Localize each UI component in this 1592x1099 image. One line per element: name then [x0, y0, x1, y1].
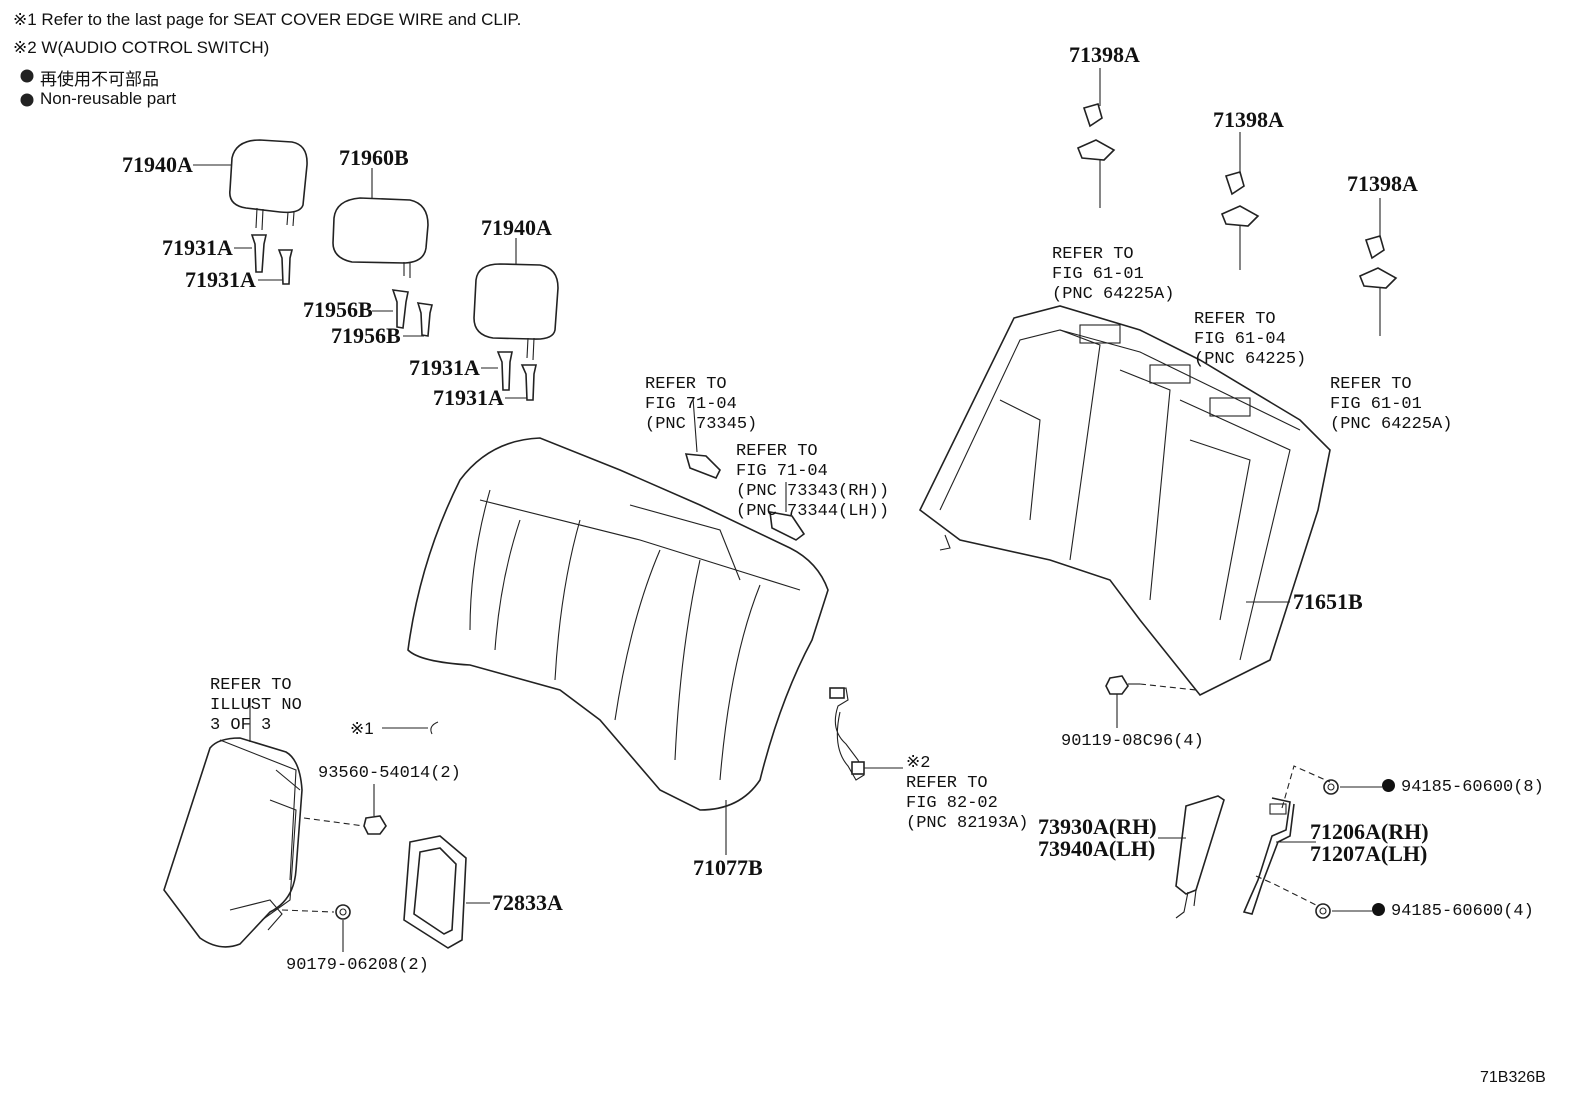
- armrest-nut: [335, 904, 351, 920]
- support-pair-center: [391, 289, 433, 337]
- label-headrest-left: 71940A: [122, 152, 193, 177]
- label-support-center-2: 71956B: [331, 323, 401, 348]
- seat-lock: [1175, 795, 1225, 919]
- pn-nut-armrest: 90179-06208(2): [286, 956, 429, 975]
- label-lock-rh: 73930A(RH): [1038, 814, 1157, 839]
- label-hook-3: 71398A: [1347, 171, 1418, 196]
- pn-bolt-frame: 90119-08C96(4): [1061, 732, 1204, 751]
- hinge-nut-upper: [1323, 779, 1339, 795]
- diagram-code: 71B326B: [1480, 1069, 1546, 1086]
- belt-guide-upper: [684, 453, 721, 480]
- pn-screw-armrest: 93560-54014(2): [318, 764, 461, 783]
- headrest-right: [473, 263, 559, 361]
- label-support-1: 71931A: [162, 235, 233, 260]
- note-2: ※2 W(AUDIO COTROL SWITCH): [13, 38, 270, 57]
- headrest-left: [229, 139, 308, 231]
- label-support-4: 71931A: [433, 385, 504, 410]
- armrest-screw: [363, 815, 387, 835]
- label-headrest-right: 71940A: [481, 215, 552, 240]
- note-1: ※1 Refer to the last page for SEAT COVER…: [13, 10, 522, 29]
- armrest: [163, 737, 303, 948]
- label-seatback-cover: 71077B: [693, 855, 763, 880]
- label-hinge-lh: 71207A(LH): [1310, 841, 1428, 866]
- legend-bullet-en: [20, 93, 34, 107]
- belt-guide-lower: [769, 511, 806, 541]
- pn-nut-upper: 94185-60600(8): [1382, 779, 1544, 796]
- label-lock-lh: 73940A(LH): [1038, 836, 1156, 861]
- label-headrest-center: 71960B: [339, 145, 409, 170]
- legend-jp: 再使用不可部品: [40, 70, 159, 89]
- legend-bullet-jp: [20, 69, 34, 83]
- frame-bolt: [1105, 675, 1140, 695]
- seatback-cover: [407, 437, 829, 811]
- non-reusable-mark: [1372, 903, 1385, 916]
- hook-2: [1220, 171, 1260, 227]
- label-hook-1: 71398A: [1069, 42, 1140, 67]
- seatback-frame: [918, 305, 1331, 697]
- label-support-center-1: 71956B: [303, 297, 373, 322]
- hinge-nut-lower: [1315, 903, 1331, 919]
- label-hook-2: 71398A: [1213, 107, 1284, 132]
- pn-nut-lower: 94185-60600(4): [1372, 903, 1534, 920]
- label-support-3: 71931A: [409, 355, 480, 380]
- callout-clip: ※1: [350, 719, 374, 738]
- hook-3: [1358, 235, 1398, 289]
- hook-1: [1076, 103, 1116, 161]
- label-armrest-bezel: 72833A: [492, 890, 563, 915]
- clip-mark: [430, 721, 439, 735]
- label-seatback-frame: 71651B: [1293, 589, 1363, 614]
- seat-hinge: [1242, 797, 1295, 915]
- legend-en: Non-reusable part: [40, 89, 177, 108]
- label-support-2: 71931A: [185, 267, 256, 292]
- support-pair-left: [250, 234, 294, 285]
- label-hinge-rh: 71206A(RH): [1310, 819, 1429, 844]
- support-pair-right: [496, 351, 537, 401]
- audio-switch-harness: [829, 687, 865, 781]
- non-reusable-mark: [1382, 779, 1395, 792]
- headrest-center: [332, 197, 429, 278]
- armrest-bezel: [403, 835, 467, 949]
